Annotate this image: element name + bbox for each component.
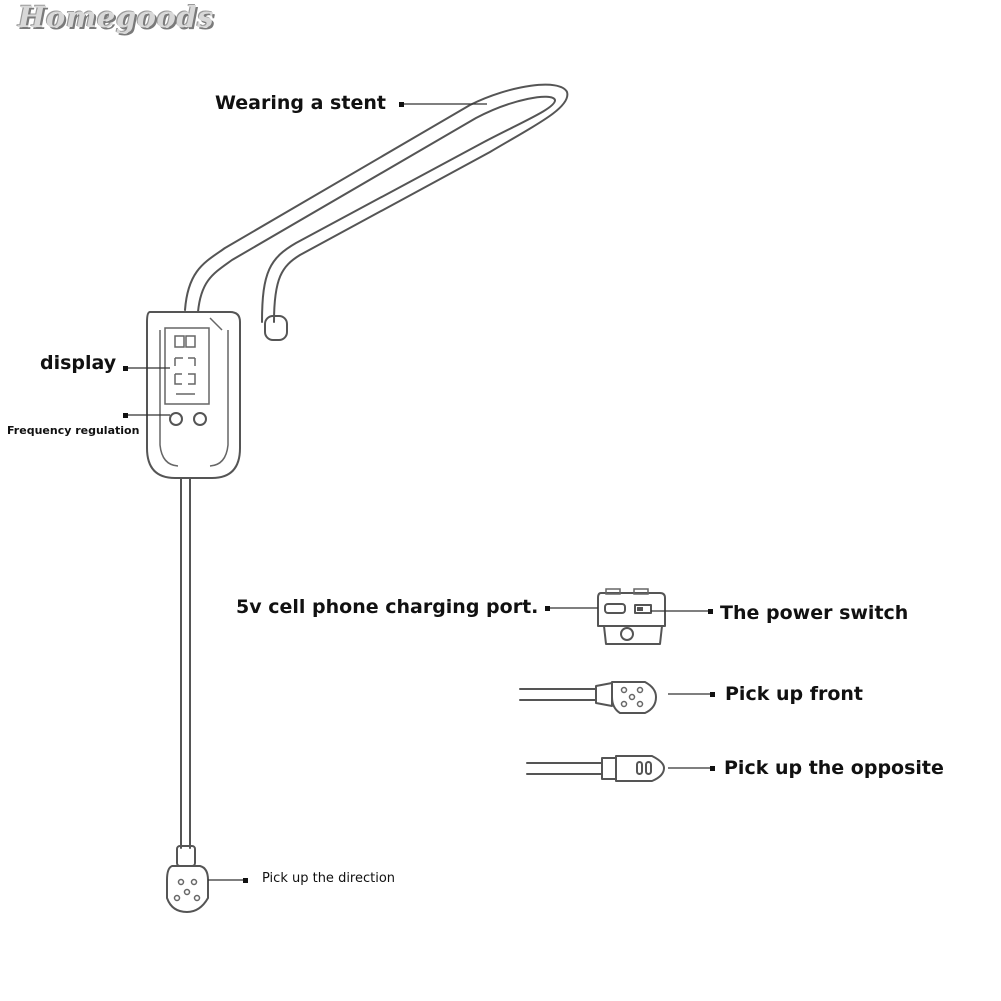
- frequency-button-right: [193, 412, 207, 426]
- main-cable: [180, 477, 191, 849]
- label-charging-port: 5v cell phone charging port.: [236, 596, 539, 618]
- pickup-opposite-head: [526, 755, 665, 782]
- watermark-logo: Homegoods: [18, 0, 214, 34]
- label-power-switch: The power switch: [720, 602, 909, 624]
- main-body: [146, 311, 241, 479]
- stent-tip: [264, 315, 288, 341]
- usb-port: [604, 603, 626, 614]
- label-pickup-direction: Pick up the direction: [262, 871, 396, 886]
- label-wearing-stent: Wearing a stent: [215, 92, 386, 114]
- label-pickup-opposite: Pick up the opposite: [724, 757, 944, 779]
- label-display: display: [40, 352, 117, 374]
- power-switch-slider: [634, 604, 652, 614]
- pickup-front-head: [519, 681, 657, 714]
- port-module: [597, 588, 666, 645]
- frequency-button-left: [169, 412, 183, 426]
- pickup-direction-head: [166, 845, 209, 913]
- ear-hook-stent: [184, 83, 569, 341]
- label-frequency-regulation: Frequency regulation: [7, 424, 140, 437]
- label-pickup-front: Pick up front: [725, 683, 863, 705]
- display-panel: [164, 327, 210, 405]
- leader-lines: [123, 102, 715, 883]
